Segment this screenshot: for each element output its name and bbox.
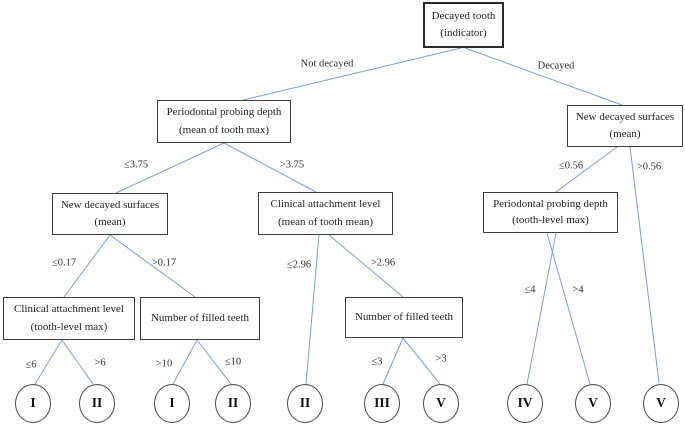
node-text: New decayed surfaces [575,111,675,123]
edge-label: >3 [435,353,447,365]
node-text: New decayed surfaces [60,199,160,211]
edge-line [402,337,441,385]
leaf-circle-9: V [575,383,611,423]
node-text: Clinical attachment level [270,198,381,211]
node-text: (mean) [94,216,126,228]
edge-label: ≤3 [371,356,383,368]
edge-label: ≤6 [25,359,37,371]
edge-line [34,339,63,385]
edge-line [223,142,317,193]
node-text: (tooth-level max) [30,320,108,333]
node-text: Periodontal probing depth [493,197,608,210]
edge-label: >0.17 [151,257,177,269]
edge-label: >10 [155,358,173,370]
leaf-circle-6: III [364,383,400,423]
node-nds-mean-right: New decayed surfaces (mean) [567,105,683,147]
edge-line [172,339,198,385]
node-text: (mean of tooth mean) [278,215,373,228]
edge-line [242,47,462,101]
leaf-circle-10: V [643,383,679,423]
node-cal-mean-tooth-mean: Clinical attachment level (mean of tooth … [258,192,393,235]
leaf-circle-2: II [79,383,115,423]
node-ppd-mean-tooth-max: Periodontal probing depth (mean of tooth … [157,100,291,143]
node-decayed-tooth: Decayed tooth (indicator) [423,2,504,48]
node-text: (mean) [609,128,641,140]
leaf-circle-8: IV [507,383,543,423]
leaf-circle-7: V [423,383,459,423]
node-cal-tooth-level-max: Clinical attachment level (tooth-level ma… [3,297,135,340]
node-text: (tooth-level max) [512,214,589,227]
edge-label: >0.56 [636,161,662,173]
edge-line [109,234,196,298]
edge-label: ≤10 [224,356,242,368]
node-text: Number of filled teeth [150,312,250,324]
node-ppd-tooth-level-max: Periodontal probing depth (tooth-level ma… [483,192,618,233]
node-text: (indicator) [440,27,487,40]
leaf-circle-3: I [154,383,190,423]
edge-label: ≤2.96 [286,259,312,271]
edge-label: Not decayed [300,58,354,70]
edge-line [61,339,94,385]
leaf-circle-1: I [15,383,51,423]
edge-label: >2.96 [370,257,396,269]
edge-line [328,234,404,298]
node-text: Clinical attachment level [14,303,124,316]
edge-label: ≤4 [524,284,536,296]
node-text: Decayed tooth [431,9,496,22]
edge-label: Decayed [537,60,575,72]
edge-line [63,234,111,298]
edge-line [196,339,232,385]
edge-label: >4 [572,284,584,296]
edge-line [555,146,618,193]
leaf-circle-5: II [287,383,323,423]
node-filled-teeth-mid: Number of filled teeth [345,297,463,338]
edge-label: ≤0.56 [558,160,584,172]
edge-label: >3.75 [279,159,305,171]
node-text: Number of filled teeth [354,311,454,323]
edge-label: ≤3.75 [123,159,149,171]
node-text: Periodontal probing depth [166,106,282,119]
node-filled-teeth-left: Number of filled teeth [140,297,260,340]
edge-line [546,232,591,385]
edge-line [305,234,320,385]
node-nds-mean-left: New decayed surfaces (mean) [52,193,168,235]
edge-label: ≤0.17 [51,257,77,269]
edge-line [629,146,660,384]
edge-line [115,142,225,194]
node-text: (mean of tooth max) [178,123,270,136]
edge-line [464,47,623,106]
edge-line [526,232,557,385]
edge-label: >6 [94,357,106,369]
edge-line [382,337,404,385]
leaf-circle-4: II [215,383,251,423]
